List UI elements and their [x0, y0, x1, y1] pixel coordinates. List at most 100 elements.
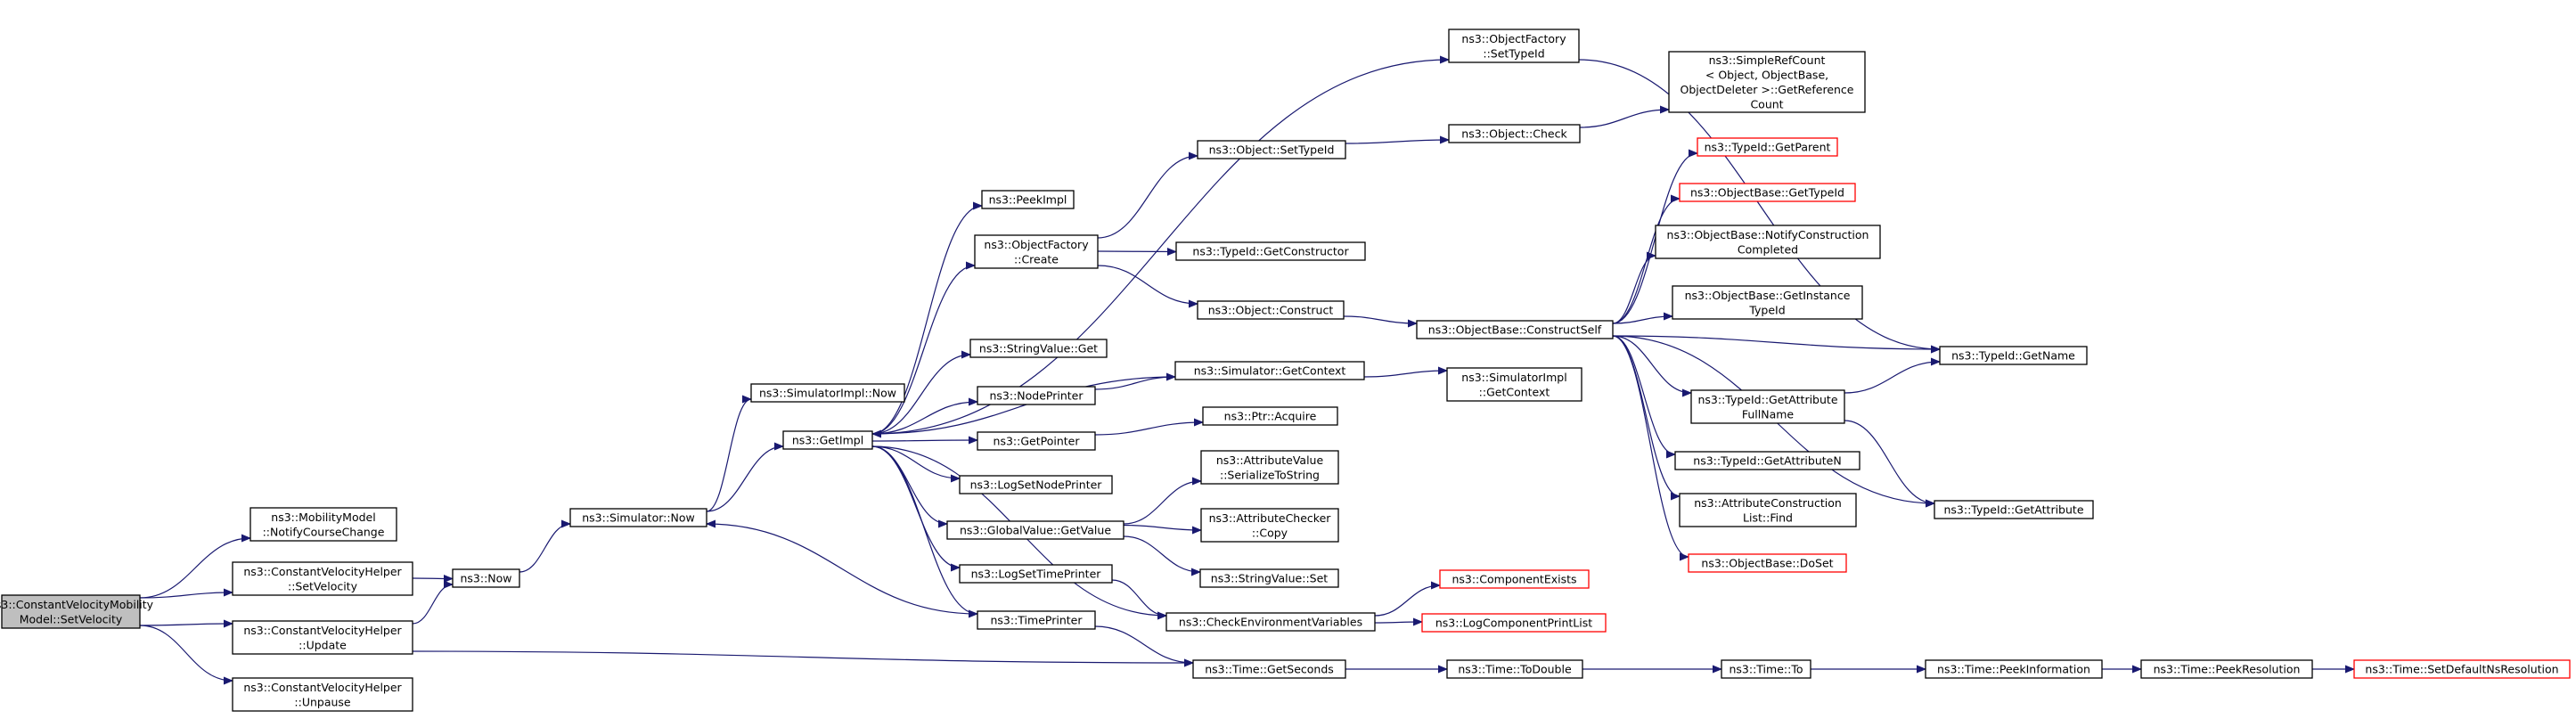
nodes-layer: ns3::ConstantVelocityMobilityModel::SetV…	[0, 29, 2571, 712]
node-cvh-setvel[interactable]: ns3::ConstantVelocityHelper::SetVelocity	[232, 561, 413, 596]
node-box	[232, 561, 413, 596]
node-ac-copy[interactable]: ns3::AttributeChecker::Copy	[1200, 508, 1339, 543]
node-logsetnodeprinter[interactable]: ns3::LogSetNodePrinter	[959, 475, 1113, 494]
node-label: ns3::Simulator::Now	[582, 511, 695, 525]
node-label: ns3::Object::Construct	[1208, 304, 1334, 317]
node-label: ns3::PeekImpl	[989, 193, 1067, 207]
node-ptr-acquire[interactable]: ns3::Ptr::Acquire	[1202, 406, 1338, 426]
edge-logsettimeprinter-to-checkenv	[1111, 579, 1167, 620]
edge-tid_getattributefullname-to-tid_getname	[1844, 357, 1941, 394]
node-label: ns3::Time::GetSeconds	[1205, 663, 1334, 676]
edge-getpointer-to-ptr_acquire	[1094, 418, 1204, 436]
node-label: ns3::Object::SetTypeId	[1209, 143, 1335, 157]
node-logcomponentprintlist[interactable]: ns3::LogComponentPrintList	[1421, 613, 1607, 633]
node-label: ns3::Time::PeekInformation	[1937, 663, 2090, 676]
edge-cvh_update-to-time_getseconds	[412, 650, 1194, 667]
node-label: ns3::GetPointer	[994, 435, 1081, 448]
node-label: ns3::ConstantVelocityHelper	[243, 681, 402, 694]
node-label: ns3::AttributeConstruction	[1694, 496, 1842, 510]
node-checkenv[interactable]: ns3::CheckEnvironmentVariables	[1165, 612, 1376, 632]
node-simplerefcount[interactable]: ns3::SimpleRefCount< Object, ObjectBase,…	[1668, 51, 1866, 113]
node-time-getseconds[interactable]: ns3::Time::GetSeconds	[1192, 659, 1346, 679]
node-box	[959, 475, 1113, 494]
node-time-peekresolution[interactable]: ns3::Time::PeekResolution	[2140, 659, 2313, 679]
node-box	[1448, 124, 1581, 143]
node-label: List::Find	[1743, 511, 1793, 524]
edge-sim_now-to-getimpl	[706, 442, 784, 512]
node-label: ns3::Ptr::Acquire	[1224, 410, 1317, 423]
node-getpointer[interactable]: ns3::GetPointer	[977, 431, 1096, 451]
node-strval-get[interactable]: ns3::StringValue::Get	[969, 339, 1108, 358]
node-box	[2140, 659, 2313, 679]
edge-getimpl-to-nodeprinter	[871, 397, 978, 435]
node-time-todouble[interactable]: ns3::Time::ToDouble	[1446, 659, 1583, 679]
node-strval-set[interactable]: ns3::StringValue::Set	[1199, 568, 1339, 588]
node-box	[1721, 659, 1811, 679]
node-time-setdefaultnsresolution[interactable]: ns3::Time::SetDefaultNsResolution	[2353, 659, 2571, 679]
node-tid-getparent[interactable]: ns3::TypeId::GetParent	[1697, 137, 1838, 157]
node-peekimpl[interactable]: ns3::PeekImpl	[981, 190, 1075, 209]
node-box	[946, 520, 1124, 540]
node-box	[1688, 553, 1847, 573]
node-sim-getcontext[interactable]: ns3::Simulator::GetContext	[1174, 361, 1365, 380]
node-root: ns3::ConstantVelocityMobilityModel::SetV…	[0, 594, 154, 629]
edge-getimpl-to-getpointer	[871, 436, 978, 445]
node-simimpl-getcontext[interactable]: ns3::SimulatorImpl::GetContext	[1446, 367, 1582, 402]
node-tid-getconstructor[interactable]: ns3::TypeId::GetConstructor	[1175, 241, 1366, 261]
edge-gv_getvalue-to-av_serialize	[1123, 477, 1202, 525]
node-label: Completed	[1738, 242, 1798, 256]
node-now[interactable]: ns3::Now	[452, 568, 520, 588]
node-box	[1939, 346, 2088, 365]
node-av-serialize[interactable]: ns3::AttributeValue::SerializeToString	[1200, 450, 1339, 485]
edge-obj_check-to-simplerefcount	[1579, 105, 1670, 128]
node-box	[977, 610, 1096, 630]
node-obj-settypeid[interactable]: ns3::Object::SetTypeId	[1197, 140, 1346, 159]
node-sim-now[interactable]: ns3::Simulator::Now	[569, 508, 707, 527]
node-label: ns3::Time::To	[1730, 663, 1803, 676]
node-ob-constructself[interactable]: ns3::ObjectBase::ConstructSelf	[1416, 320, 1614, 339]
node-box	[1202, 406, 1338, 426]
node-getimpl[interactable]: ns3::GetImpl	[782, 430, 873, 450]
node-label: ns3::Time::PeekResolution	[2154, 663, 2301, 676]
node-label: ns3::StringValue::Set	[1211, 572, 1328, 585]
node-box	[782, 430, 873, 450]
node-mm-notify[interactable]: ns3::MobilityModel::NotifyCourseChange	[249, 507, 397, 542]
edge-root-to-cvh_unpause	[139, 625, 233, 685]
node-box	[1679, 493, 1857, 527]
node-label: ns3::Time::SetDefaultNsResolution	[2365, 663, 2558, 676]
node-label: ns3::Simulator::GetContext	[1194, 364, 1346, 378]
node-logsettimeprinter[interactable]: ns3::LogSetTimePrinter	[959, 564, 1113, 584]
node-cvh-update[interactable]: ns3::ConstantVelocityHelper::Update	[232, 620, 413, 655]
node-gv-getvalue[interactable]: ns3::GlobalValue::GetValue	[946, 520, 1124, 540]
node-timeprinter[interactable]: ns3::TimePrinter	[977, 610, 1096, 630]
node-label: ns3::LogComponentPrintList	[1435, 617, 1592, 630]
node-label: Count	[1750, 97, 1783, 110]
node-label: ::Unpause	[294, 695, 351, 708]
node-time-peekinformation[interactable]: ns3::Time::PeekInformation	[1925, 659, 2103, 679]
node-label: ns3::Object::Check	[1461, 127, 1567, 141]
edge-cvh_setvel-to-now	[412, 574, 454, 583]
edge-timeprinter-to-sim_now	[706, 519, 978, 615]
node-obj-construct[interactable]: ns3::Object::Construct	[1197, 300, 1345, 320]
node-componentexists[interactable]: ns3::ComponentExists	[1439, 569, 1590, 589]
node-cvh-unpause[interactable]: ns3::ConstantVelocityHelper::Unpause	[232, 677, 413, 712]
node-box	[2353, 659, 2571, 679]
node-of-settypeid[interactable]: ns3::ObjectFactory::SetTypeId	[1448, 29, 1580, 63]
node-box	[232, 620, 413, 655]
edge-getimpl-to-logsettimeprinter	[871, 445, 961, 572]
node-time-to[interactable]: ns3::Time::To	[1721, 659, 1811, 679]
node-label: ns3::ObjectBase::NotifyConstruction	[1667, 228, 1869, 241]
node-of-create[interactable]: ns3::ObjectFactory::Create	[974, 234, 1099, 269]
node-tid-getattribute[interactable]: ns3::TypeId::GetAttribute	[1934, 500, 2094, 519]
node-ob-doset[interactable]: ns3::ObjectBase::DoSet	[1688, 553, 1847, 573]
node-nodeprinter[interactable]: ns3::NodePrinter	[977, 386, 1096, 405]
node-ob-gettypeid[interactable]: ns3::ObjectBase::GetTypeId	[1679, 183, 1856, 202]
node-ob-notifyconstruction[interactable]: ns3::ObjectBase::NotifyConstructionCompl…	[1655, 225, 1881, 259]
node-tid-getattributen[interactable]: ns3::TypeId::GetAttributeN	[1674, 451, 1860, 470]
node-simimpl-now[interactable]: ns3::SimulatorImpl::Now	[750, 383, 905, 403]
node-tid-getname[interactable]: ns3::TypeId::GetName	[1939, 346, 2088, 365]
node-obj-check[interactable]: ns3::Object::Check	[1448, 124, 1581, 143]
